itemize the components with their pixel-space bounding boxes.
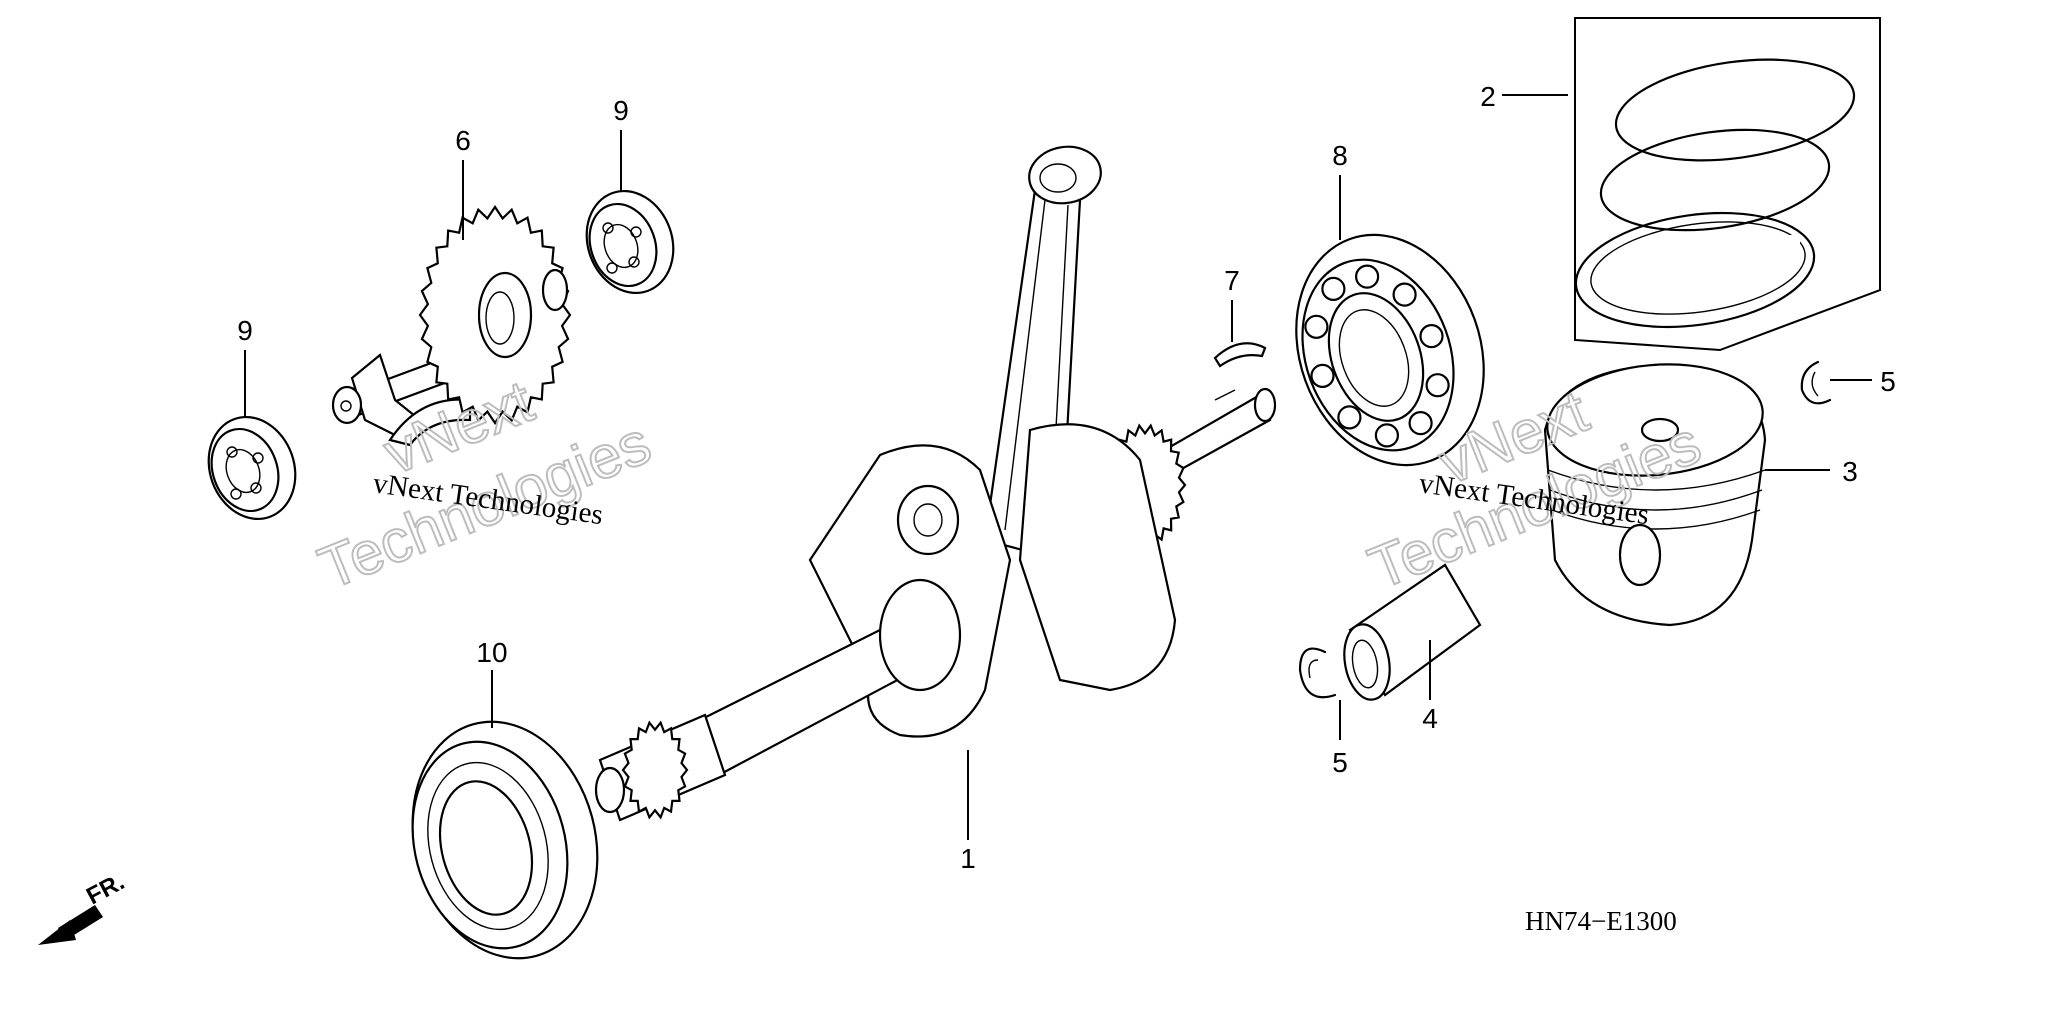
callout-5-lower: 5 bbox=[1332, 747, 1348, 778]
callout-6: 6 bbox=[455, 125, 471, 156]
callout-5-upper: 5 bbox=[1880, 366, 1896, 397]
callout-3: 3 bbox=[1842, 456, 1858, 487]
front-label: FR. bbox=[82, 868, 129, 910]
callout-8: 8 bbox=[1332, 140, 1348, 171]
front-arrow-icon bbox=[38, 905, 103, 945]
piston-3 bbox=[1543, 363, 1767, 627]
callout-10: 10 bbox=[476, 637, 507, 668]
callout-7: 7 bbox=[1224, 265, 1240, 296]
leader-lines bbox=[244, 94, 1872, 840]
bearing-10 bbox=[411, 720, 599, 960]
callout-2: 2 bbox=[1480, 81, 1496, 112]
piston-rings-2 bbox=[1574, 17, 1881, 352]
crankshaft-1 bbox=[594, 145, 1277, 822]
bearing-9-left bbox=[207, 415, 297, 521]
piston-pin-4 bbox=[1343, 563, 1482, 701]
callout-9-left: 9 bbox=[237, 315, 253, 346]
diagram-code: HN74−E1300 bbox=[1525, 906, 1677, 936]
bearing-8 bbox=[1295, 233, 1485, 467]
circlip-5-lower bbox=[1298, 647, 1337, 699]
woodruff-key-7 bbox=[1213, 342, 1267, 368]
bearing-9-upper bbox=[585, 189, 675, 295]
callout-4: 4 bbox=[1422, 703, 1438, 734]
callout-9-upper: 9 bbox=[613, 95, 629, 126]
callout-1: 1 bbox=[960, 843, 976, 874]
circlip-5-upper bbox=[1800, 360, 1832, 405]
balancer-shaft-6 bbox=[331, 205, 572, 447]
